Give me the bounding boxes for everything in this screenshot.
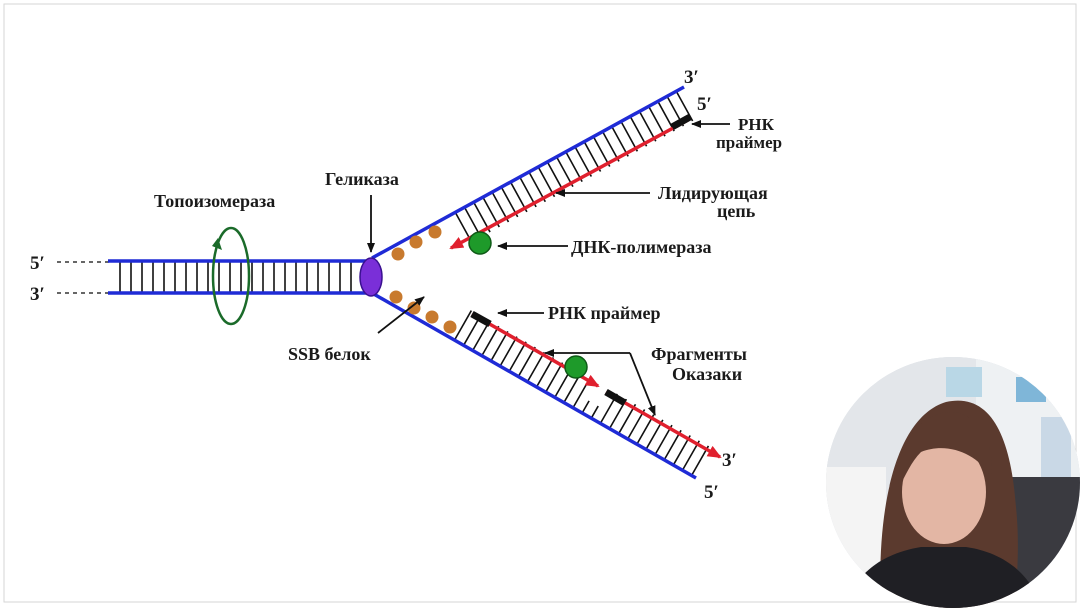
parent-duplex (57, 259, 368, 295)
rna-primer-bottom-2 (604, 388, 627, 407)
rna-primer-bottom-1 (470, 310, 492, 328)
base-pair-rung (453, 310, 473, 341)
end-label-left-bottom: 3′ (30, 284, 45, 305)
base-pair-rung (647, 105, 666, 137)
dna-polymerase-label: ДНК-полимераза (571, 237, 712, 257)
lower-template-strand (371, 291, 697, 480)
pointer-arrows (367, 120, 730, 416)
end-label-lower-5: 5′ (704, 482, 719, 503)
rna-primer-bottom-label: РНК праймер (548, 303, 661, 323)
base-pair-rung (526, 351, 545, 383)
okazaki-label-line1: Фрагменты (651, 344, 747, 364)
base-pair-rung (583, 141, 602, 172)
rna-primer-top-label-line1: РНК (738, 115, 775, 134)
person-video-icon (826, 357, 1080, 608)
base-pair-rung (663, 429, 682, 461)
ssb-label: SSB белок (288, 344, 371, 364)
base-pair-rung (611, 126, 629, 157)
lower-arm (371, 291, 722, 480)
dna-polymerase-leading-icon (468, 231, 492, 255)
slide-border (3, 3, 1077, 603)
base-pair-rung (592, 136, 611, 167)
topoisomerase-ring-icon (211, 226, 251, 326)
base-pair-rung (654, 424, 673, 456)
leading-strand-label-line2: цепь (717, 201, 756, 221)
upper-template-strand (371, 85, 685, 260)
base-pair-rung (645, 419, 664, 450)
base-pair-rung (508, 341, 527, 372)
base-pair-rung (499, 336, 518, 367)
base-pair-rung (672, 435, 691, 466)
base-pair-rung (638, 111, 657, 142)
leading-strand (449, 118, 689, 250)
end-label-upper-5: 5′ (697, 94, 712, 115)
base-pair-rung (657, 100, 675, 132)
ssb-proteins (389, 225, 457, 334)
webcam-video-thumbnail (826, 357, 1080, 608)
leading-strand-label-line1: Лидирующая (658, 183, 768, 203)
rna-primer-top (670, 113, 692, 131)
base-pair-rung (629, 116, 648, 147)
base-pair-rung (681, 440, 701, 471)
helicase-icon (359, 257, 383, 297)
dna-polymerase-lagging-icon (564, 355, 588, 379)
base-pair-rung (690, 445, 710, 476)
base-pair-rung (601, 131, 620, 162)
base-pair-rung (620, 121, 639, 152)
helicase-label: Геликаза (325, 169, 399, 189)
base-pair-rung (517, 346, 536, 377)
base-pair-rung (490, 331, 509, 362)
base-pair-rung (535, 357, 555, 388)
base-pair-rung (581, 400, 590, 414)
base-pair-rung (590, 405, 599, 419)
base-pair-rung (636, 414, 655, 445)
upper-arm (371, 85, 694, 260)
base-pair-rung (544, 362, 564, 393)
rna-primer-top-label-line2: праймер (716, 133, 782, 152)
base-pair-rung (481, 325, 500, 357)
end-label-upper-3: 3′ (684, 67, 699, 88)
okazaki-label-line2: Оказаки (672, 364, 742, 384)
base-pair-rung (574, 146, 593, 177)
topoisomerase-label: Топоизомераза (154, 191, 275, 211)
base-pair-rung (675, 90, 694, 122)
end-label-lower-3: 3′ (722, 450, 737, 471)
end-label-left-top: 5′ (30, 253, 45, 274)
base-pair-rung (565, 151, 583, 182)
